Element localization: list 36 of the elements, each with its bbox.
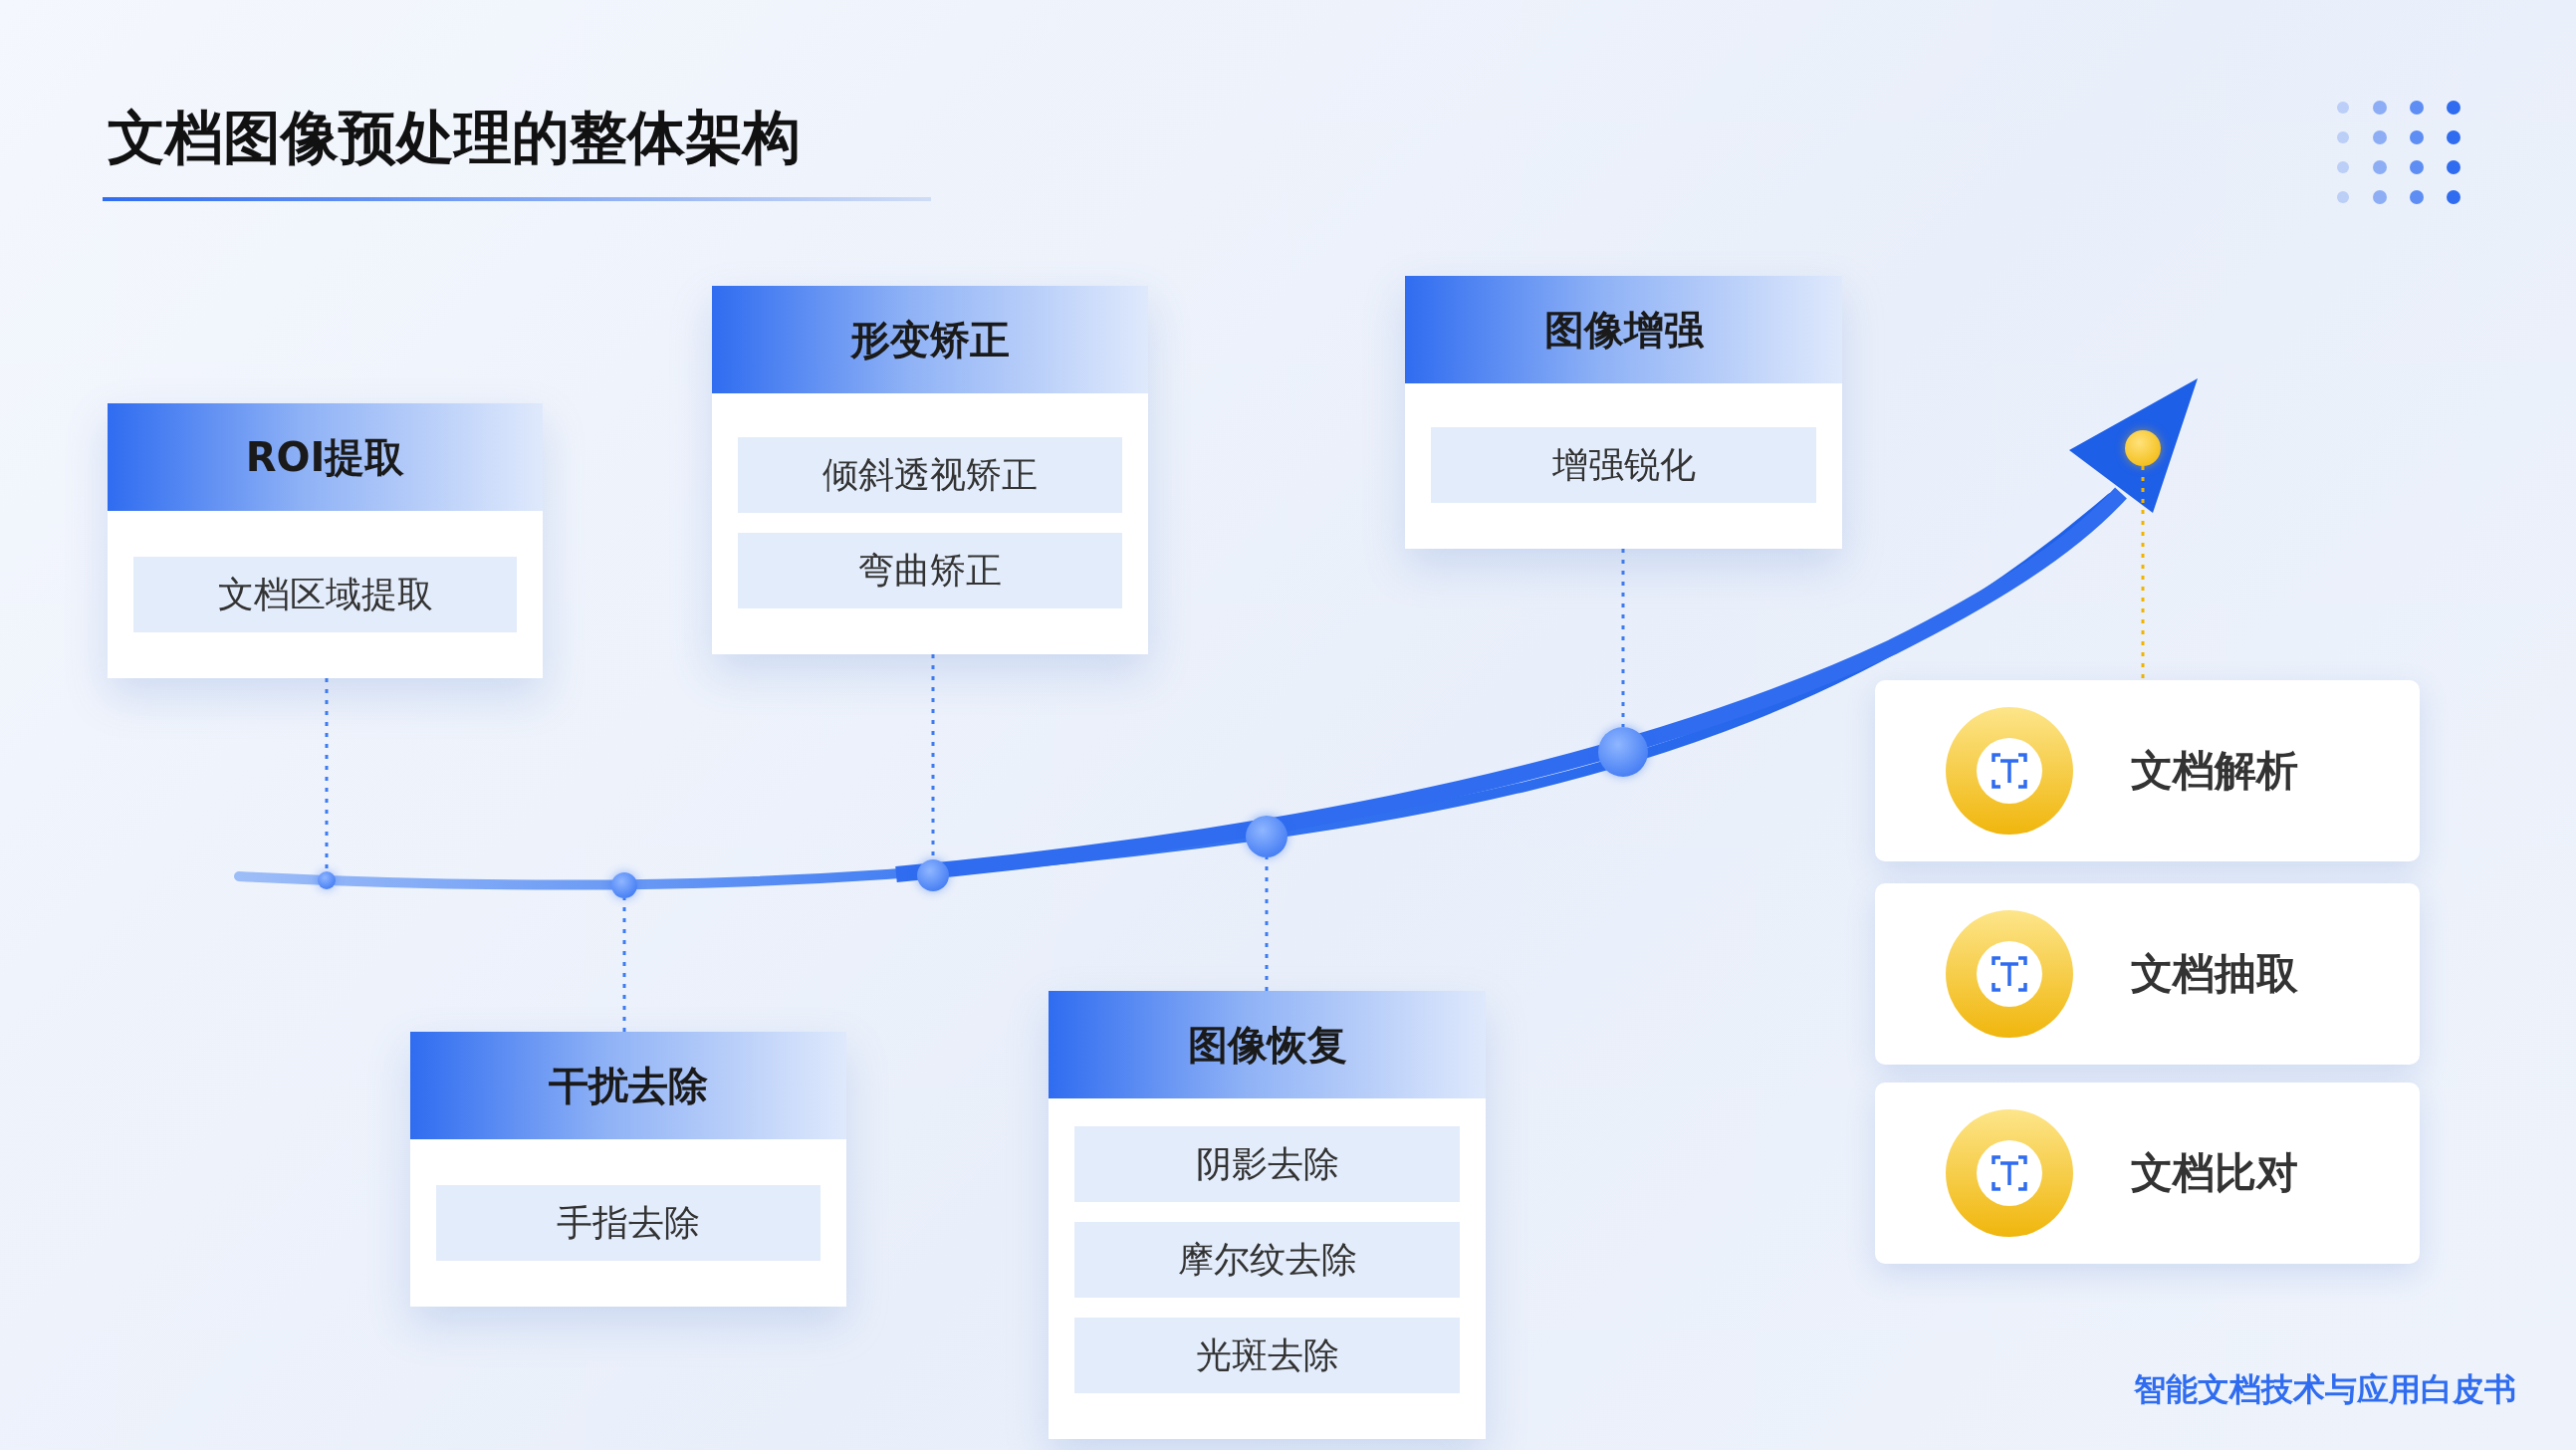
- application-name: 文档抽取: [2131, 948, 2298, 1000]
- leader-line: [325, 678, 329, 871]
- application-card: [1875, 680, 2420, 861]
- stage-heading: ROI提取: [108, 403, 543, 511]
- application-name: 文档比对: [2131, 1147, 2298, 1199]
- step-box: 手指去除: [436, 1185, 820, 1261]
- application-card: [1875, 883, 2420, 1065]
- stage-heading: 图像恢复: [1049, 991, 1486, 1098]
- step-box: 摩尔纹去除: [1074, 1222, 1460, 1298]
- step-box: 增强锐化: [1431, 427, 1816, 503]
- stage-card: [712, 286, 1148, 654]
- stage-heading: 图像增强: [1405, 276, 1842, 383]
- stage-heading: 形变矫正: [712, 286, 1148, 393]
- leader-line: [1621, 549, 1625, 727]
- stage-card: [1049, 991, 1486, 1439]
- curve-dot: [611, 872, 637, 898]
- stage-card: [108, 403, 543, 678]
- leader-line: [622, 898, 626, 1032]
- step-box: 文档区域提取: [133, 557, 517, 632]
- stage-card: [1405, 276, 1842, 549]
- application-name: 文档解析: [2131, 745, 2298, 797]
- step-box: 倾斜透视矫正: [738, 437, 1122, 513]
- curve-dot: [917, 859, 949, 891]
- step-box: 弯曲矫正: [738, 533, 1122, 608]
- curve-dot: [1246, 816, 1288, 857]
- curve-dot: [1598, 727, 1648, 777]
- curve-dot: [318, 871, 336, 889]
- step-box: 光斑去除: [1074, 1318, 1460, 1393]
- stage-card: [410, 1032, 846, 1307]
- step-box: 阴影去除: [1074, 1126, 1460, 1202]
- title: 文档图像预处理的整体架构: [108, 103, 801, 173]
- footer-note: 智能文档技术与应用白皮书: [2134, 1369, 2516, 1410]
- leader-line: [1265, 857, 1269, 991]
- leader-line: [2141, 466, 2145, 680]
- application-card: [1875, 1083, 2420, 1264]
- stage-heading: 干扰去除: [410, 1032, 846, 1139]
